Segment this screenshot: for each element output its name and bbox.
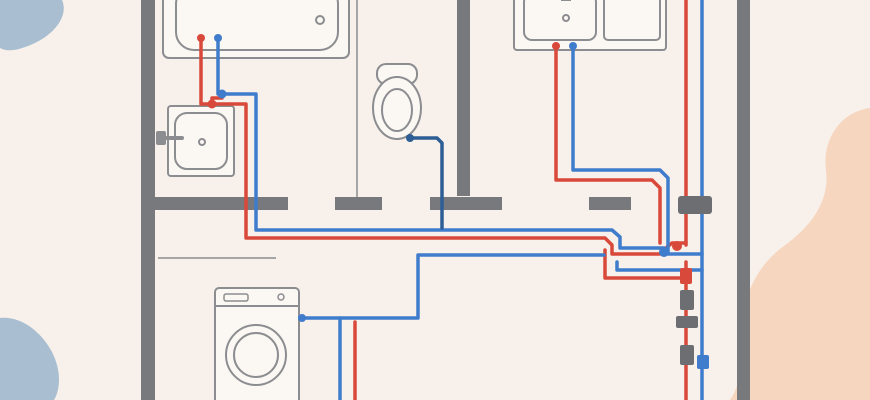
riser-valve-4 [680, 345, 694, 365]
sink-hot-valve [197, 34, 205, 42]
blob-bottom-left [0, 317, 59, 400]
toilet-drain-joint [406, 134, 414, 142]
toilet-icon [372, 63, 422, 140]
manifold-cold-joint [659, 247, 669, 257]
wall-mid-seg-2 [335, 197, 382, 210]
toilet-drain-line [408, 136, 444, 230]
wall-mid-seg-3 [430, 197, 502, 210]
sink-cold-connector [217, 89, 227, 99]
washing-machine-icon [214, 287, 300, 400]
kitchen-hot-valve [552, 42, 560, 50]
riser-valve-1 [678, 196, 712, 214]
sink-cold-valve [214, 34, 222, 42]
kitchen-sink-icon [513, 0, 667, 51]
wall-mid-seg-4 [589, 197, 631, 210]
sink-hot-connector [207, 99, 217, 109]
cold-kitchen-line [571, 44, 704, 256]
blob-right [730, 108, 870, 400]
wall-left [141, 0, 155, 400]
riser-clip-1 [697, 355, 709, 369]
kitchen-cold-valve [569, 42, 577, 50]
blob-top-left [0, 0, 64, 51]
riser-valve-2 [680, 290, 694, 310]
cold-laundry-line [300, 253, 606, 320]
wall-mid-seg-1 [155, 197, 288, 210]
cold-return-line [615, 260, 704, 272]
wall-center-top [457, 0, 470, 196]
wall-right [737, 0, 750, 400]
hot-kitchen-line [554, 44, 662, 245]
riser-valve-3 [676, 316, 698, 328]
manifold-hot-joint [672, 241, 682, 251]
riser-clip-2 [680, 268, 692, 284]
sink-icon [156, 105, 235, 177]
hot-return-line [603, 248, 688, 280]
fittings [197, 34, 712, 369]
bathtub-icon [162, 0, 350, 59]
washer-connector [298, 314, 306, 322]
